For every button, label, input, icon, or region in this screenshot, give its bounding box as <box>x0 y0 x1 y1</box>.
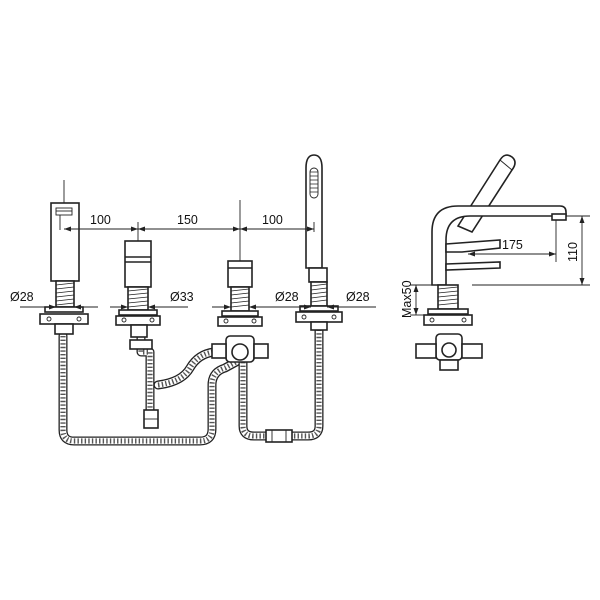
side-diverter-block <box>435 333 463 361</box>
shower-mount-plate <box>295 311 343 323</box>
dim-spacing-1: 100 <box>90 213 111 227</box>
side-shower-handle <box>456 154 516 234</box>
diverter-inlet-left <box>211 343 227 359</box>
dim-spacing-2: 150 <box>177 213 198 227</box>
hoses <box>58 321 324 446</box>
spout-body <box>39 180 89 335</box>
valve-2-mount-plate <box>217 316 263 327</box>
dim-dia-spout: Ø28 <box>10 290 34 304</box>
valve-1-body <box>115 240 161 338</box>
side-inlet-right <box>461 343 483 359</box>
side-lever-base <box>445 261 501 271</box>
valve-2-body <box>211 200 269 363</box>
dim-spacing-3: 100 <box>262 213 283 227</box>
side-spout-outlet <box>551 213 567 221</box>
dim-dia-shower: Ø28 <box>346 290 370 304</box>
hand-shower <box>295 154 343 331</box>
side-inlet-left <box>415 343 437 359</box>
front-dimensions: 100 150 100 Ø28 Ø33 Ø28 Ø28 <box>10 213 376 310</box>
dim-max-deck: Max50 <box>400 280 414 318</box>
side-lever <box>445 239 501 253</box>
dim-height: 110 <box>566 242 580 262</box>
spout-hose <box>58 331 241 446</box>
side-outlet <box>439 359 459 371</box>
diverter-knob <box>231 343 249 361</box>
hose-coupler <box>265 429 293 443</box>
valve-1-mount-plate <box>115 315 161 326</box>
cold-supply-hose <box>153 347 219 390</box>
dim-reach: 175 <box>502 238 523 252</box>
shower-head-nozzles <box>309 167 319 199</box>
diverter-block <box>225 335 255 363</box>
side-dimensions: 175 110 Max50 <box>400 215 590 318</box>
valve-connector <box>129 339 153 350</box>
diverter-hose <box>238 357 271 441</box>
dim-dia-valve-2: Ø28 <box>275 290 299 304</box>
spout-washer <box>44 306 84 313</box>
dim-dia-valve-1: Ø33 <box>170 290 194 304</box>
side-view <box>415 154 567 371</box>
side-mount-plate <box>423 314 473 326</box>
shower-hose <box>287 321 324 441</box>
diverter-inlet-right <box>253 343 269 359</box>
